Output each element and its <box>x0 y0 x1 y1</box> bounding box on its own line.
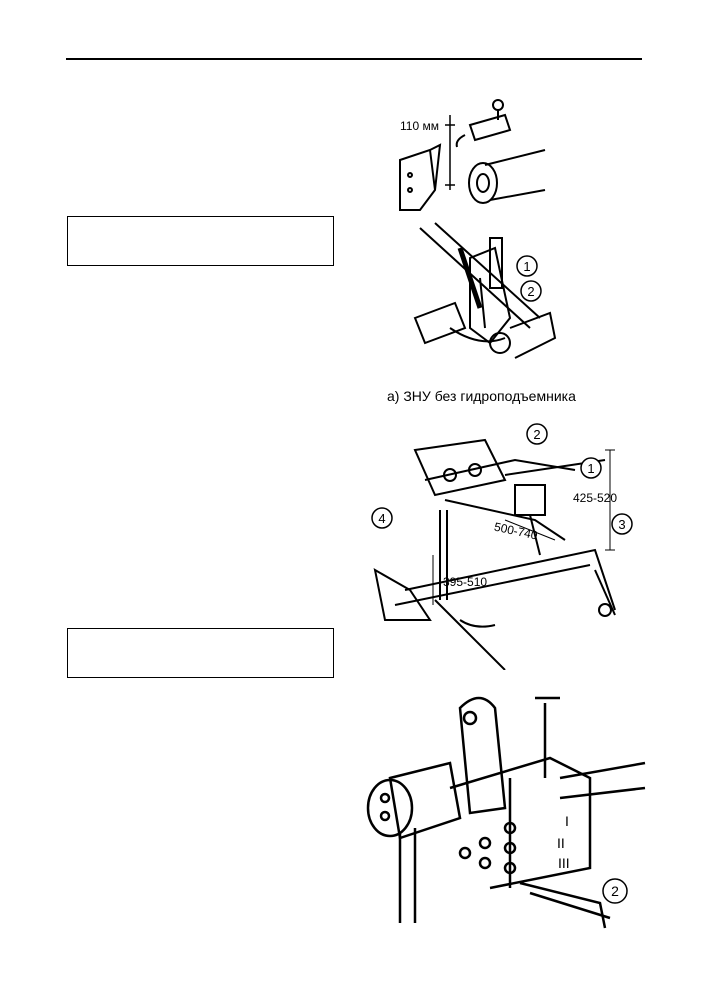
figure-three-point-hitch: 425-520 500-740 395-510 2 1 3 4 <box>371 423 633 670</box>
position-I: I <box>565 813 569 829</box>
note-box-2 <box>67 628 334 678</box>
fig4-positions: I II III <box>557 813 570 871</box>
header-rule <box>66 58 642 60</box>
svg-text:1: 1 <box>587 461 594 476</box>
figure-pin-bracket: 110 мм <box>399 99 546 211</box>
fig2-callout-1: 1 <box>516 255 538 277</box>
fig3-callout-2: 2 <box>526 423 548 445</box>
fig4-callout-2: 2 <box>602 878 628 904</box>
svg-text:2: 2 <box>611 883 619 899</box>
figure-mount-positions: I II III 2 <box>366 696 646 929</box>
svg-text:4: 4 <box>378 511 385 526</box>
fig3-dim-height: 425-520 <box>573 491 617 505</box>
svg-text:1: 1 <box>523 259 530 274</box>
note-box-1 <box>67 216 334 266</box>
position-II: II <box>557 835 565 851</box>
figure-link-mechanism: 1 2 <box>413 222 557 359</box>
svg-text:2: 2 <box>533 427 540 442</box>
figure-caption-a: а) ЗНУ без гидроподъемника <box>387 388 576 404</box>
svg-text:2: 2 <box>527 284 534 299</box>
fig3-callout-3: 3 <box>611 513 633 535</box>
fig1-dimension: 110 мм <box>400 119 439 133</box>
svg-text:3: 3 <box>618 517 625 532</box>
position-III: III <box>558 855 570 871</box>
fig2-callout-2: 2 <box>520 280 542 302</box>
fig3-dim-lower: 395-510 <box>443 575 487 589</box>
fig3-callout-4: 4 <box>371 507 393 529</box>
fig3-callout-1: 1 <box>580 457 602 479</box>
